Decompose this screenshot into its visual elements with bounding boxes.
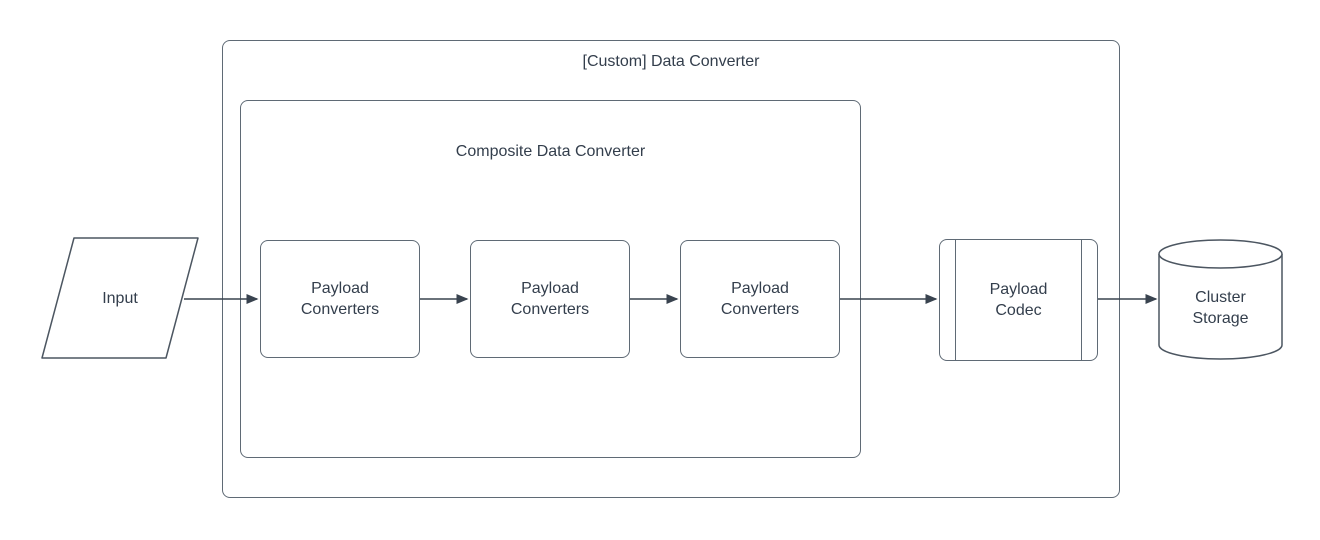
payload-converters-label-1: Payload Converters [300,280,380,318]
codec-left-bar [955,240,956,360]
payload-converters-node-1: Payload Converters [260,240,420,358]
custom-data-converter-container [222,40,1120,498]
payload-codec-label: Payload Codec [989,281,1048,319]
cluster-storage-cylinder-body [1158,254,1283,360]
composite-data-converter-container [240,100,861,458]
payload-converters-label-2: Payload Converters [510,280,590,318]
payload-converters-node-3: Payload Converters [680,240,840,358]
custom-data-converter-title: [Custom] Data Converter [582,53,760,70]
payload-codec-node: Payload Codec [939,239,1098,361]
input-parallelogram-shape [41,237,199,359]
payload-converters-label-3: Payload Converters [720,280,800,318]
payload-converters-node-2: Payload Converters [470,240,630,358]
composite-data-converter-title: Composite Data Converter [455,143,646,160]
codec-right-bar [1081,240,1082,360]
cluster-storage-cylinder-top [1158,239,1283,269]
